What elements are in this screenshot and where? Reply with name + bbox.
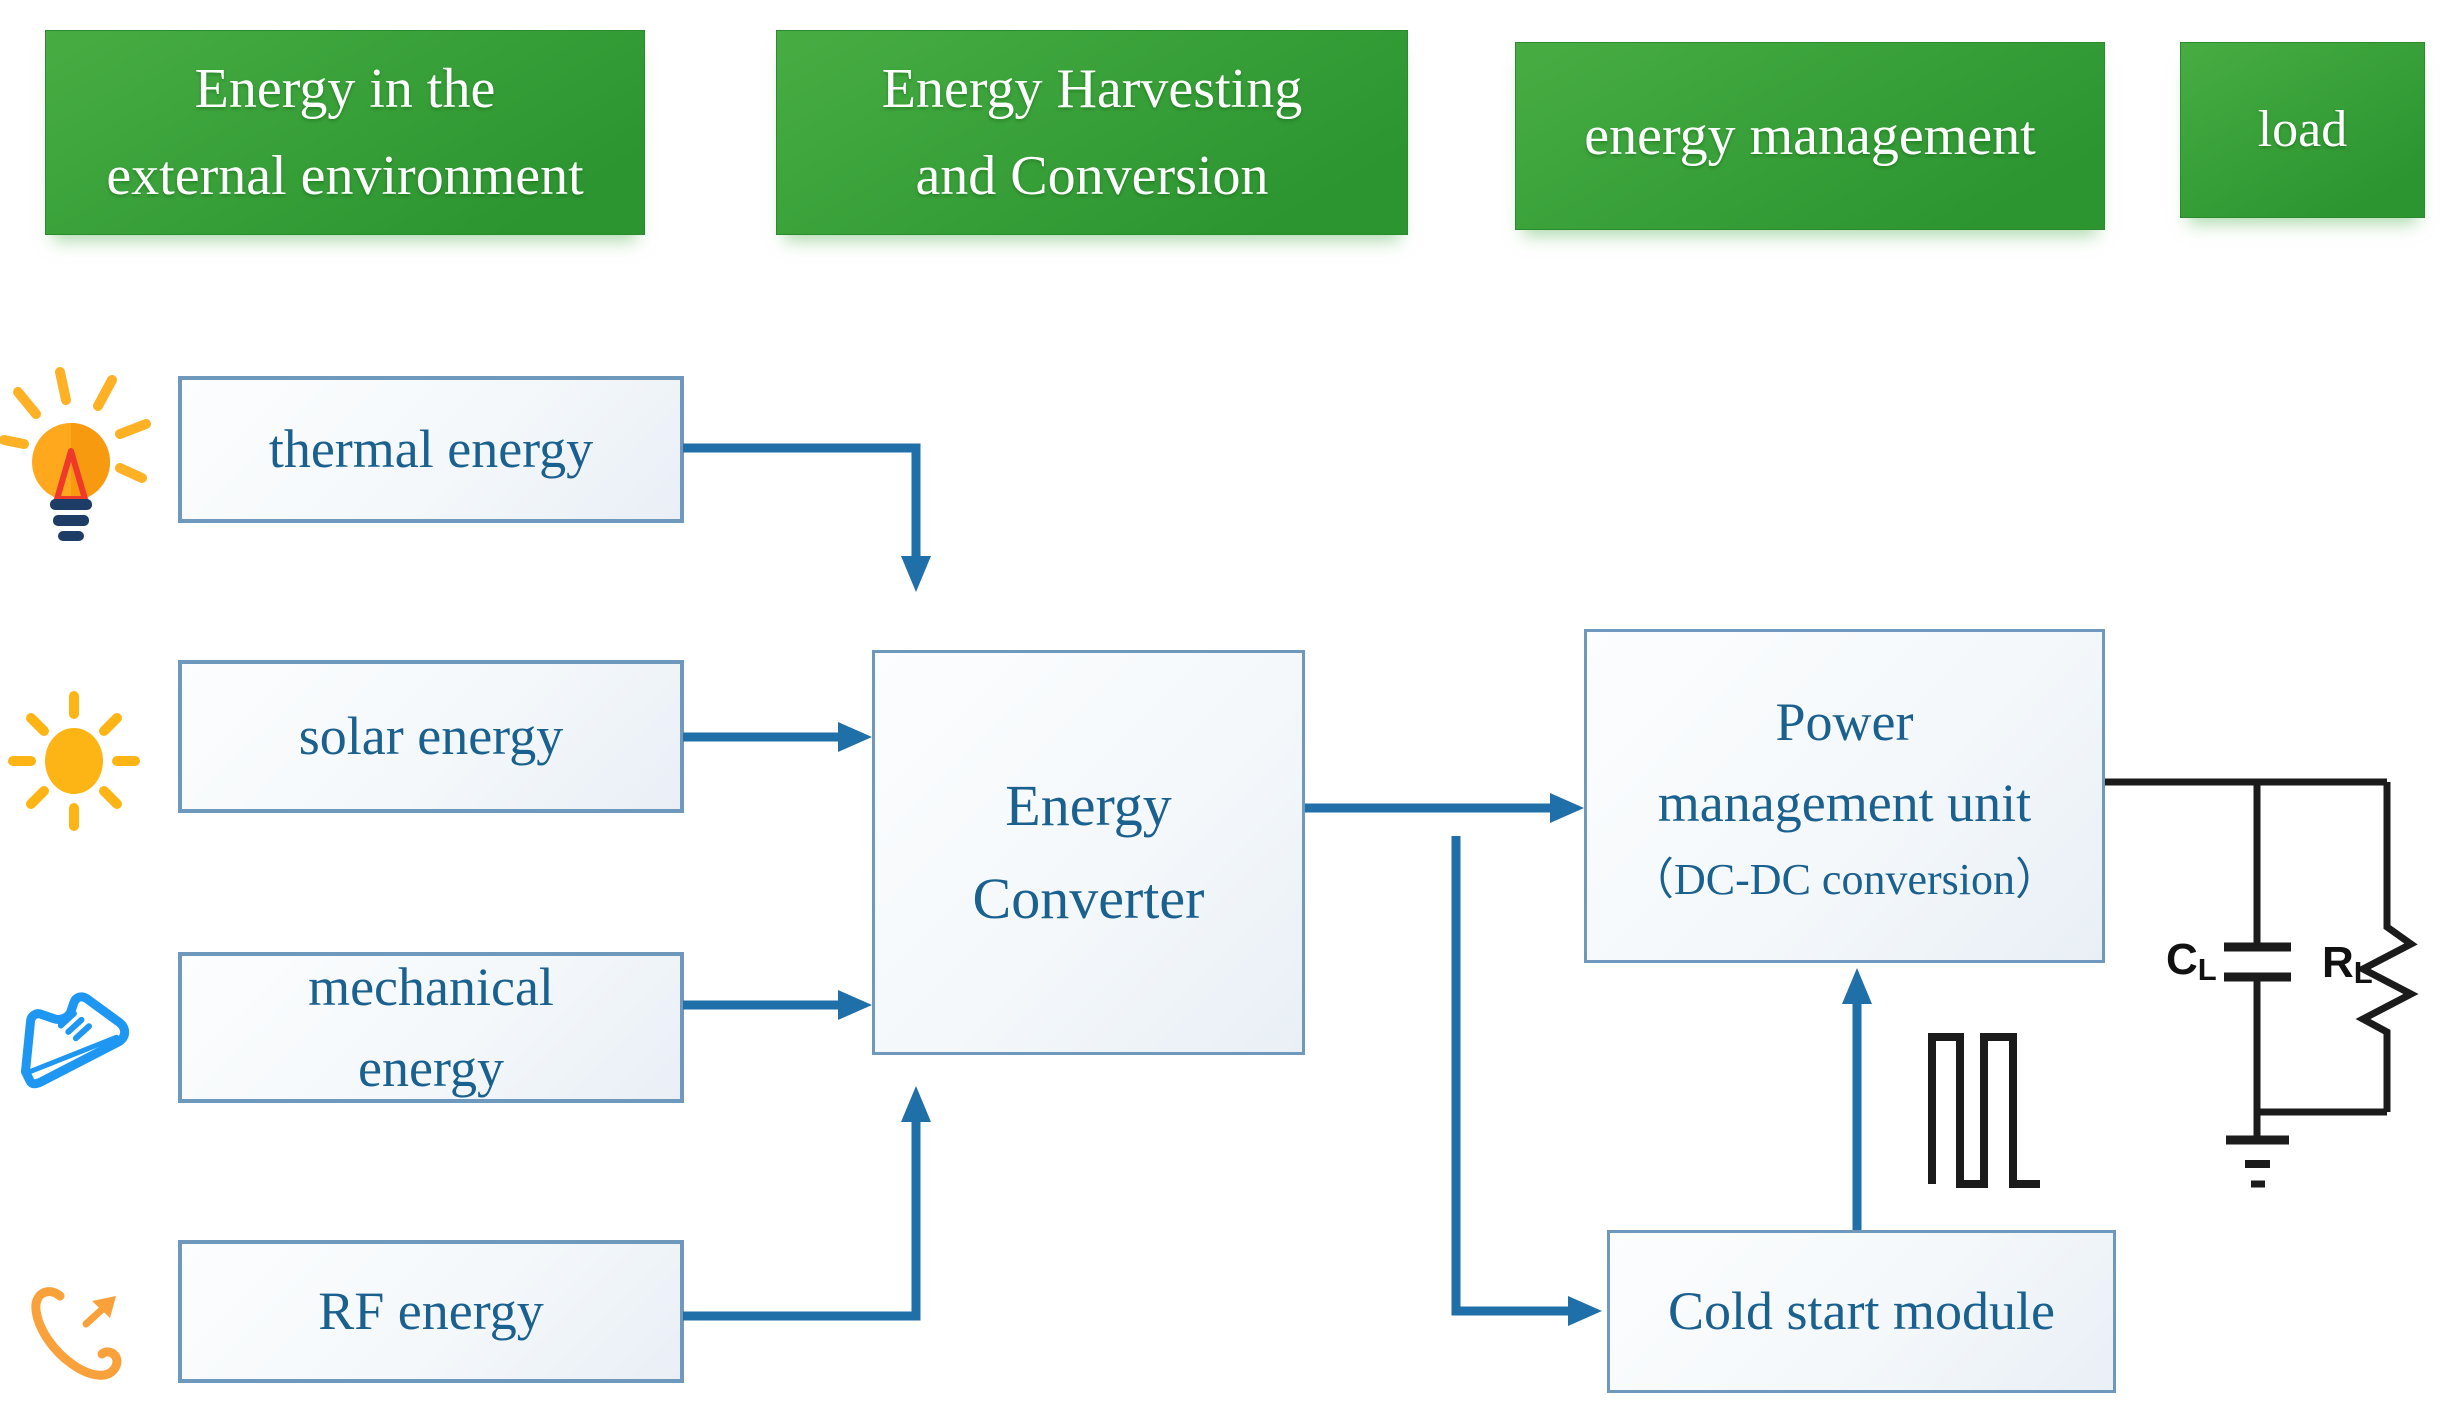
sun-icon [8, 691, 140, 831]
cold-start-module-box: Cold start module [1607, 1230, 2116, 1393]
phone-call-icon [31, 1287, 122, 1380]
capacitor-symbol [2224, 782, 2291, 1140]
load-circuit [2105, 778, 2419, 1188]
source-box-solar: solar energy [178, 660, 684, 813]
header-load: load [2180, 42, 2425, 218]
rf-arrow [683, 1086, 931, 1321]
source-box-rf: RF energy [178, 1240, 684, 1383]
source-box-mechanical: mechanical energy [178, 952, 684, 1103]
pmu-title: Power management unit [1657, 692, 2032, 834]
power-management-unit-box: Power management unit （DC-DC conversion） [1584, 629, 2105, 963]
pulse-waveform-icon [1928, 1033, 2040, 1188]
mechanical-arrow [683, 990, 872, 1020]
header-energy-harvesting: Energy Harvesting and Conversion [776, 30, 1408, 235]
source-box-thermal: thermal energy [178, 376, 684, 523]
converter-to-pmu-arrow [1305, 793, 1584, 823]
resistor-label: RL [2322, 938, 2373, 990]
cold-start-to-pmu-arrow [1842, 968, 1872, 1230]
pmu-subtitle: （DC-DC conversion） [1630, 855, 2059, 905]
energy-converter-box: Energy Converter [872, 650, 1305, 1055]
lightbulb-icon [0, 367, 151, 541]
ground-symbol [2226, 1135, 2289, 1188]
header-external-environment: Energy in the external environment [45, 30, 645, 235]
capacitor-label: CL [2166, 935, 2217, 987]
shoe-icon [20, 992, 130, 1089]
solar-arrow [683, 722, 872, 752]
resistor-symbol [2355, 782, 2419, 1112]
header-energy-management: energy management [1515, 42, 2105, 230]
thermal-arrow [683, 443, 931, 592]
branch-to-cold-start-arrow [1451, 836, 1602, 1326]
